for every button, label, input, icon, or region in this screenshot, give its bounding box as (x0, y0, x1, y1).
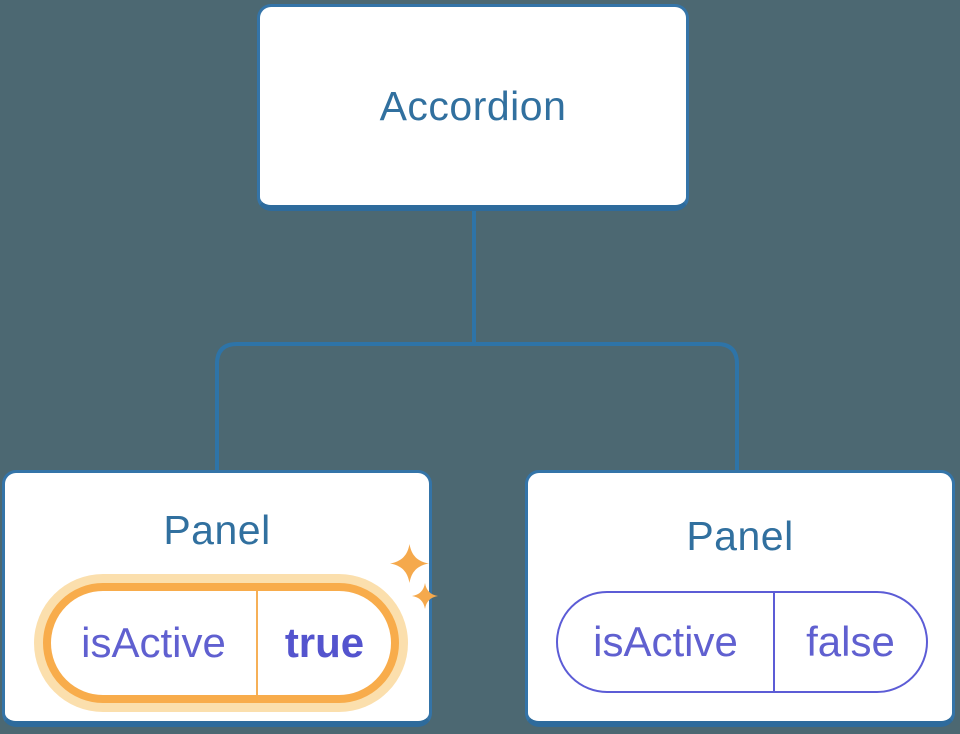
state-value-label: true (284, 619, 365, 666)
state-value-label: false (806, 618, 895, 665)
state-key-label: isActive (593, 618, 738, 665)
panel-node-active: Panel isActive true (2, 470, 438, 727)
pill-divider (773, 593, 775, 691)
accordion-node-label: Accordion (379, 82, 567, 129)
panel-inactive-title: Panel (686, 513, 794, 559)
sparkle-icon-large (390, 544, 429, 583)
pill-divider (256, 591, 258, 695)
state-pill-active: isActive true (43, 583, 399, 703)
state-key-label: isActive (81, 619, 226, 666)
accordion-node: Accordion (257, 4, 689, 211)
state-pill-inactive: isActive false (556, 591, 928, 693)
panel-node-inactive: Panel isActive false (525, 470, 955, 727)
sparkle-icon-small (412, 583, 438, 609)
panel-active-title: Panel (163, 507, 271, 553)
